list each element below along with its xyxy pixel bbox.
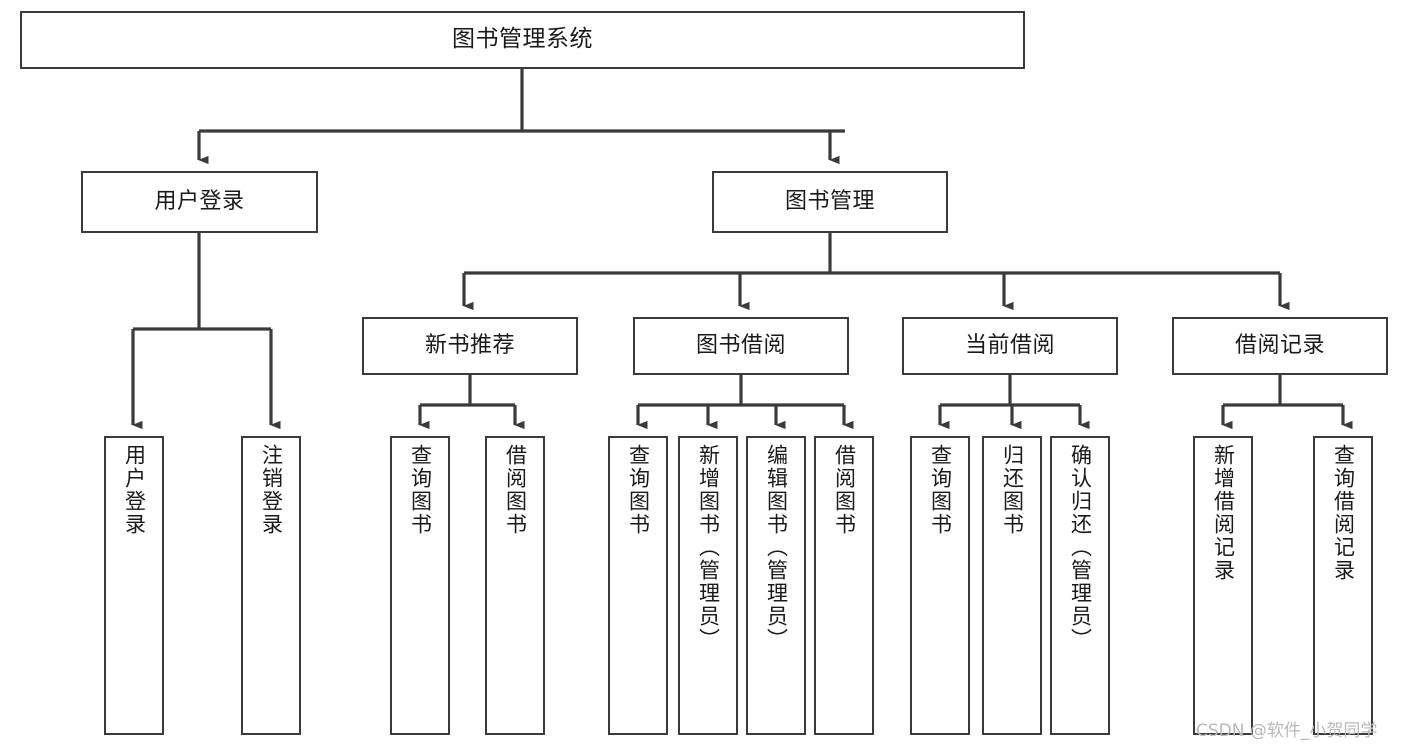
node-book-borrow-label: 图书借阅 <box>695 333 786 359</box>
node-leaf-borrow-borrow-book-label: 借阅图书 <box>832 444 857 536</box>
node-leaf-user-login-label: 用户登录 <box>122 444 147 536</box>
node-leaf-borrow-query-book-label: 查询图书 <box>626 444 651 536</box>
node-leaf-borrow-edit-book[interactable]: 编辑图书（管理员） <box>746 436 806 735</box>
node-leaf-recommend-borrow-book-label: 借阅图书 <box>503 444 528 536</box>
csdn-watermark: CSDN @软件_小贺同学 <box>1196 721 1378 741</box>
node-leaf-borrow-add-book[interactable]: 新增图书（管理员） <box>678 436 738 735</box>
node-leaf-record-add[interactable]: 新增借阅记录 <box>1193 436 1253 735</box>
node-book-borrow[interactable]: 图书借阅 <box>633 317 849 375</box>
node-root[interactable]: 图书管理系统 <box>20 11 1025 69</box>
node-leaf-record-query[interactable]: 查询借阅记录 <box>1313 436 1373 735</box>
node-leaf-current-query-book[interactable]: 查询图书 <box>910 436 970 735</box>
node-leaf-current-return-book-label: 归还图书 <box>1000 444 1025 536</box>
node-leaf-record-query-label: 查询借阅记录 <box>1331 444 1356 582</box>
node-leaf-current-return-book[interactable]: 归还图书 <box>982 436 1042 735</box>
node-book-management[interactable]: 图书管理 <box>712 171 948 233</box>
node-leaf-user-logout[interactable]: 注销登录 <box>241 436 301 735</box>
node-leaf-current-query-book-label: 查询图书 <box>928 444 953 536</box>
node-leaf-recommend-borrow-book[interactable]: 借阅图书 <box>485 436 545 735</box>
node-root-label: 图书管理系统 <box>452 26 593 53</box>
node-leaf-user-logout-label: 注销登录 <box>259 444 284 536</box>
node-user-login-label: 用户登录 <box>154 189 245 215</box>
node-leaf-borrow-add-book-label: 新增图书（管理员） <box>696 444 721 651</box>
node-leaf-borrow-borrow-book[interactable]: 借阅图书 <box>814 436 874 735</box>
node-leaf-recommend-query-book[interactable]: 查询图书 <box>390 436 450 735</box>
node-current-borrow[interactable]: 当前借阅 <box>902 317 1118 375</box>
node-leaf-user-login[interactable]: 用户登录 <box>104 436 164 735</box>
node-user-login[interactable]: 用户登录 <box>81 171 318 233</box>
node-leaf-recommend-query-book-label: 查询图书 <box>408 444 433 536</box>
node-leaf-current-confirm-return-label: 确认归还（管理员） <box>1068 444 1093 651</box>
node-leaf-borrow-query-book[interactable]: 查询图书 <box>608 436 668 735</box>
node-new-book-recommend[interactable]: 新书推荐 <box>362 317 578 375</box>
node-leaf-borrow-edit-book-label: 编辑图书（管理员） <box>764 444 789 651</box>
node-leaf-current-confirm-return[interactable]: 确认归还（管理员） <box>1050 436 1110 735</box>
node-borrow-record[interactable]: 借阅记录 <box>1172 317 1388 375</box>
node-leaf-record-add-label: 新增借阅记录 <box>1211 444 1236 582</box>
node-new-book-recommend-label: 新书推荐 <box>424 333 515 359</box>
node-current-borrow-label: 当前借阅 <box>964 333 1055 359</box>
node-book-management-label: 图书管理 <box>784 189 875 215</box>
node-borrow-record-label: 借阅记录 <box>1234 333 1325 359</box>
